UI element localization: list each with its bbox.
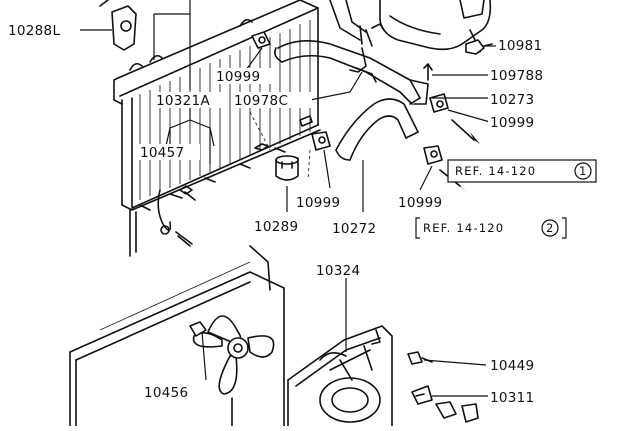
small-hose-10978C bbox=[349, 23, 385, 83]
label-10288L: 10288L bbox=[8, 23, 60, 39]
hose-clamp-10999-b bbox=[429, 93, 449, 113]
label-10999-a: 10999 bbox=[216, 69, 260, 85]
label-10999-d: 10999 bbox=[398, 195, 442, 211]
thermo-sensor-10457 bbox=[157, 189, 196, 247]
fan-shroud-panel bbox=[69, 245, 285, 427]
label-10457: 10457 bbox=[140, 145, 184, 161]
hose-clamp-10999-a bbox=[251, 31, 271, 49]
bolt-bottom bbox=[435, 401, 479, 423]
hose-clamp-10999-c bbox=[311, 131, 331, 151]
label-10999-c: 10999 bbox=[296, 195, 340, 211]
arrow-ref-1 bbox=[451, 119, 480, 144]
fan-motor-shroud-10324 bbox=[287, 325, 393, 427]
ref-1-text: REF. 14-120 bbox=[455, 164, 536, 178]
clip-109788 bbox=[423, 63, 433, 81]
label-10981: 10981 bbox=[498, 38, 542, 54]
label-10999-b: 10999 bbox=[490, 115, 534, 131]
label-10289: 10289 bbox=[254, 219, 298, 235]
cap-10289 bbox=[275, 155, 299, 181]
ref-1-number: 1 bbox=[579, 164, 588, 178]
label-10324: 10324 bbox=[316, 263, 360, 279]
label-10456: 10456 bbox=[144, 385, 188, 401]
label-10311: 10311 bbox=[490, 390, 534, 406]
clip-10311 bbox=[411, 385, 433, 405]
ref-2-text: REF. 14-120 bbox=[423, 221, 504, 235]
lower-hose-10272 bbox=[335, 98, 419, 161]
label-10449: 10449 bbox=[490, 358, 534, 374]
label-10978C: 10978C bbox=[234, 93, 288, 109]
label-10321A: 10321A bbox=[156, 93, 210, 109]
label-109788: 109788 bbox=[490, 68, 543, 84]
part-labels: 10288L 10981 10999 109788 10321A 10978C … bbox=[6, 22, 556, 406]
fan-blade-10456 bbox=[192, 315, 275, 427]
label-10273: 10273 bbox=[490, 92, 534, 108]
hose-clamp-10999-d bbox=[423, 145, 443, 165]
leader-lines bbox=[80, 0, 498, 397]
label-10272: 10272 bbox=[332, 221, 376, 237]
ref-box-2: REF. 14-120 2 bbox=[415, 217, 567, 239]
bolt-10449 bbox=[407, 351, 433, 365]
ref-2-number: 2 bbox=[546, 221, 555, 235]
reservoir-tank bbox=[329, 0, 492, 53]
fan-nut bbox=[189, 321, 207, 337]
ref-box-1: REF. 14-120 1 bbox=[447, 159, 597, 183]
bolt-10981 bbox=[465, 39, 493, 55]
